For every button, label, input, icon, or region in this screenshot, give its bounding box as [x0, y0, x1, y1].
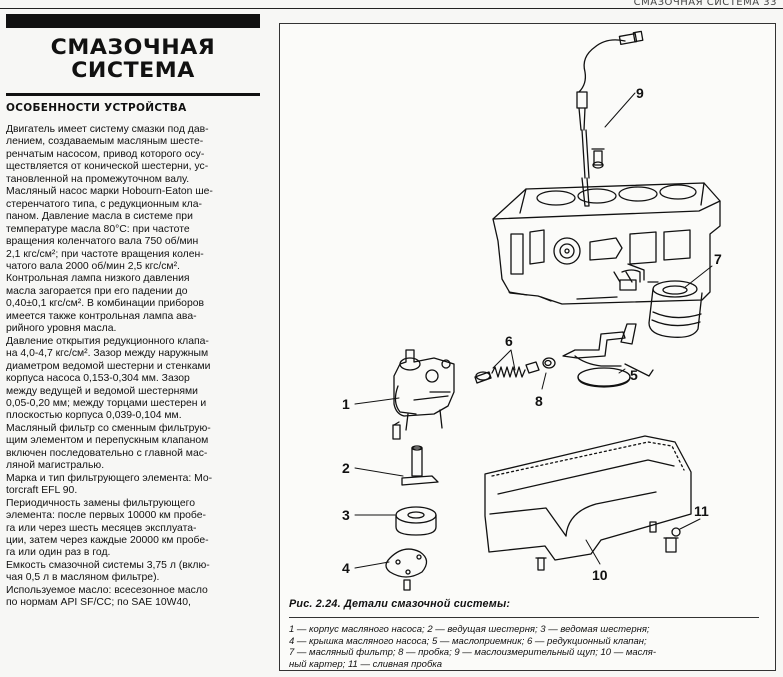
- subheading: ОСОБЕННОСТИ УСТРОЙСТВА: [6, 102, 187, 114]
- body-line: Контрольная лампа низкого давления: [6, 273, 190, 285]
- body-line: стеренчатого типа, с редукционным кла-: [6, 198, 202, 210]
- body-line: элемента: после первых 10000 км пробе-: [6, 510, 206, 522]
- callout-4: 4: [342, 560, 350, 576]
- body-line: га или один раз в год.: [6, 547, 111, 559]
- body-line: Масляный фильтр со сменным фильтрую-: [6, 422, 211, 434]
- legend-line: 4 — крышка масляного насоса; 5 — маслопр…: [289, 635, 647, 647]
- body-line: 0,05-0,20 мм; между торцами шестерен и: [6, 397, 207, 409]
- body-line: Давление открытия редукционного клапа-: [6, 335, 209, 347]
- part-8-plug: [542, 357, 556, 369]
- figure-caption: Рис. 2.24. Детали смазочной системы: 1 —…: [289, 598, 769, 670]
- body-line: torcraft EFL 90.: [6, 485, 78, 497]
- text-column: СМАЗОЧНАЯ СИСТЕМА ОСОБЕННОСТИ УСТРОЙСТВА…: [6, 14, 260, 677]
- body-line: ции, затем через каждые 20000 км пробе-: [6, 534, 209, 546]
- part-6-relief-valve: [474, 361, 540, 384]
- section-title-line-2: СИСТЕМА: [71, 58, 195, 82]
- body-line: чатого вала 2000 об/мин 2,5 кгс/см².: [6, 260, 180, 272]
- body-line: лением, создаваемым масляным шесте-: [6, 136, 204, 148]
- part-7-oil-filter: [647, 280, 703, 338]
- callout-9: 9: [636, 85, 644, 101]
- title-bar: [6, 14, 260, 28]
- body-line: паном. Давление масла в системе при: [6, 211, 193, 223]
- callout-5: 5: [630, 367, 638, 383]
- body-line: между ведущей и ведомой шестернями: [6, 385, 198, 397]
- body-line: 0,40±0,1 кгс/см². В комбинации приборов: [6, 298, 205, 310]
- body-line: 2,1 кгс/см²; при частоте вращения колен-: [6, 248, 204, 260]
- callout-3: 3: [342, 507, 350, 523]
- body-line: Марка и тип фильтрующего элемента: Mo-: [6, 472, 213, 484]
- body-line: Емкость смазочной системы 3,75 л (вклю-: [6, 559, 210, 571]
- body-line: ляной магистралью.: [6, 460, 105, 472]
- body-line: чая 0,5 л в масляном фильтре).: [6, 572, 160, 584]
- part-1-pump-housing: [392, 349, 455, 440]
- part-3-driven-gear: [395, 506, 437, 536]
- callout-1: 1: [342, 396, 350, 412]
- section-title-line-1: СМАЗОЧНАЯ: [50, 35, 216, 59]
- body-line: щим элементом и перепускным клапаном: [6, 435, 209, 447]
- legend-line: 1 — корпус масляного насоса; 2 — ведущая…: [289, 624, 650, 635]
- body-line: температуре масла 80°С: при частоте: [6, 223, 190, 235]
- body-line: на 4,0-4,7 кгс/см². Зазор между наружным: [6, 348, 209, 360]
- body-line: ществляется от конической шестерни, ус-: [6, 161, 209, 173]
- body-line: по нормам API SF/CC; по SAE 10W40,: [6, 597, 191, 609]
- part-11-drain-plug: [663, 527, 681, 553]
- callout-6: 6: [505, 333, 513, 349]
- callout-7: 7: [714, 251, 722, 267]
- body-line: Двигатель имеет систему смазки под дав-: [6, 124, 209, 135]
- part-9-dipstick: [576, 30, 644, 207]
- body-line: тановленной на промежуточном валу.: [6, 173, 190, 185]
- part-2-drive-gear: [401, 445, 439, 486]
- caption-title: Рис. 2.24. Детали смазочной системы:: [289, 598, 511, 610]
- callout-10: 10: [592, 567, 608, 583]
- body-line: включен последовательно с главной мас-: [6, 447, 208, 459]
- body-line: диаметром ведомой шестерни и стенками: [6, 360, 211, 372]
- body-line: масла загорается при его падении до: [6, 285, 188, 297]
- body-line: рийного уровня масла.: [6, 323, 117, 335]
- part-10-oil-sump: [484, 435, 692, 571]
- body-line: плоскостью корпуса 0,039-0,104 мм.: [6, 410, 182, 422]
- figure-legend: 1 — корпус масляного насоса; 2 — ведущая…: [289, 624, 769, 670]
- leader-lines: [354, 92, 713, 569]
- body-line: Масляный насос марки Hobourn-Eaton ше-: [6, 186, 213, 198]
- running-head: СМАЗОЧНАЯ СИСТЕМА 33: [633, 0, 777, 8]
- callout-11: 11: [694, 503, 709, 519]
- callout-2: 2: [342, 460, 350, 476]
- figure-frame: 9 7 6 5 8 1 2 3 4 10 11 Рис. 2.24. Детал…: [279, 23, 776, 671]
- callout-labels: 9 7 6 5 8 1 2 3 4 10 11: [342, 85, 722, 583]
- engine-block: [492, 182, 721, 305]
- body-line: га или через шесть месяцев эксплуата-: [6, 522, 197, 534]
- body-line: Периодичность замены фильтрующего: [6, 497, 195, 509]
- part-4-pump-cover: [385, 548, 428, 591]
- callout-8: 8: [535, 393, 543, 409]
- header-rule: [0, 8, 783, 9]
- part-5-oil-pickup: [562, 323, 654, 388]
- legend-line: 7 — масляный фильтр; 8 — пробка; 9 — мас…: [289, 647, 656, 658]
- body-line: вращения коленчатого вала 750 об/мин: [6, 236, 199, 248]
- body-text: Двигатель имеет систему смазки под дав-л…: [6, 124, 260, 610]
- section-title: СМАЗОЧНАЯ СИСТЕМА: [6, 36, 260, 82]
- body-line: Используемое масло: всесезонное масло: [6, 584, 208, 596]
- caption-separator: [289, 617, 759, 618]
- body-line: корпуса насоса 0,153-0,304 мм. Зазор: [6, 373, 190, 385]
- subheading-block: ОСОБЕННОСТИ УСТРОЙСТВА: [6, 93, 260, 114]
- legend-line: ный картер; 11 — сливная пробка: [289, 658, 443, 670]
- lubrication-system-diagram: 9 7 6 5 8 1 2 3 4 10 11: [342, 30, 722, 591]
- body-line: имеется также контрольная лампа ава-: [6, 310, 197, 322]
- body-line: ренчатым насосом, привод которого осу-: [6, 148, 205, 160]
